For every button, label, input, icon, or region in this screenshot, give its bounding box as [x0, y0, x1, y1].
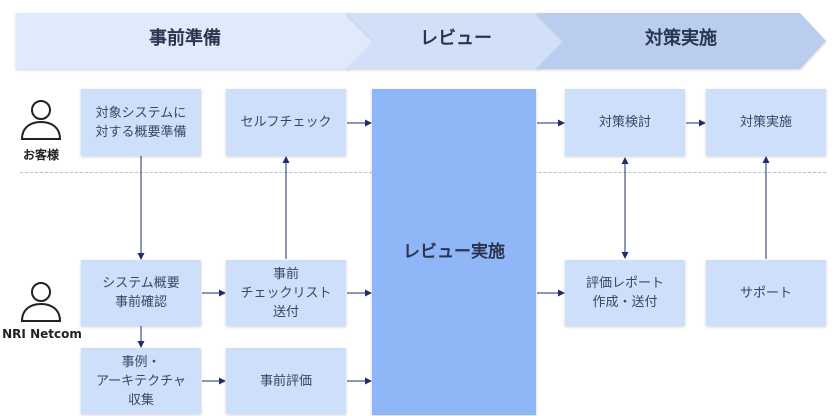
box-report: 評価レポート 作成・送付	[565, 260, 685, 326]
phase-label-preparation: 事前準備	[149, 28, 221, 49]
box-target-overview: 対象システムに 対する概要準備	[81, 89, 201, 156]
phase-chevron-review	[346, 13, 566, 69]
phase-label-countermeasure: 対策実施	[645, 28, 717, 49]
box-system-overview: システム概要 事前確認	[81, 260, 201, 326]
box-self-check: セルフチェック	[226, 89, 346, 156]
actor-label-customer: お客様	[22, 148, 59, 162]
person-icon	[20, 100, 62, 140]
actor-label-nri: NRI Netcom	[2, 327, 82, 341]
phase-chevron-preparation	[16, 13, 376, 69]
box-countermeasure-impl: 対策実施	[706, 89, 826, 156]
phase-header: 事前準備 レビュー 対策実施	[0, 0, 840, 80]
person-icon	[20, 282, 62, 322]
phase-label-review: レビュー	[420, 28, 492, 49]
box-support: サポート	[706, 260, 826, 326]
box-case-collection: 事例・ アーキテクチャ 収集	[81, 348, 201, 414]
phase-chevron-countermeasure	[536, 13, 826, 69]
phase-chevrons	[16, 13, 826, 69]
box-checklist-send: 事前 チェックリスト 送付	[226, 260, 346, 326]
box-pre-evaluation: 事前評価	[226, 348, 346, 414]
box-countermeasure-review: 対策検討	[565, 89, 685, 156]
box-review: レビュー実施	[372, 89, 536, 415]
